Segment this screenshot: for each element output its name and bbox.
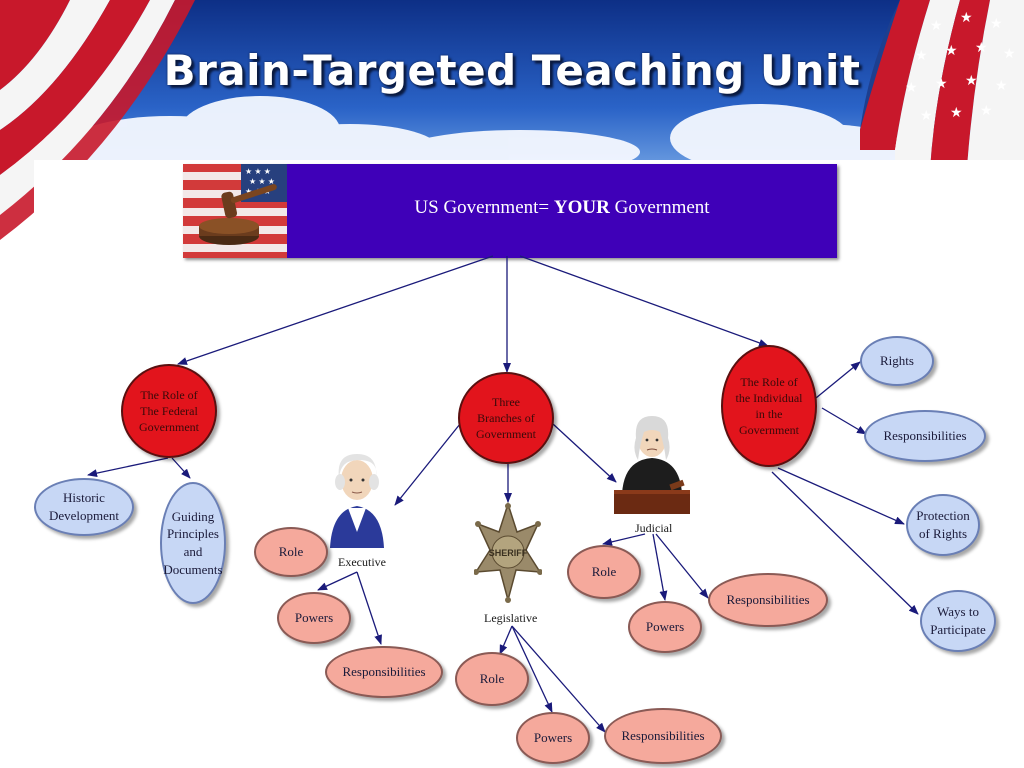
svg-text:★: ★ <box>990 15 1003 31</box>
svg-text:★: ★ <box>950 104 963 120</box>
label-executive: Executive <box>338 555 386 569</box>
node-historic-development: Historic Development <box>34 478 134 536</box>
george-washington-icon <box>326 448 388 548</box>
node-legislative-role: Role <box>455 652 529 706</box>
node-guiding-principles: Guiding Principles and Documents <box>160 482 226 604</box>
flag-gavel-photo-icon: ★ ★ ★★ ★ ★★ ★ ★ <box>183 164 287 258</box>
node-role-of-federal-government: The Role of The Federal Government <box>121 364 217 458</box>
root-banner: ★ ★ ★★ ★ ★★ ★ ★ US Government= YOUR Gove… <box>183 164 837 258</box>
node-executive-responsibilities: Responsibilities <box>325 646 443 698</box>
svg-text:★: ★ <box>960 9 973 25</box>
node-legislative-powers: Powers <box>516 712 590 764</box>
svg-text:★: ★ <box>965 72 978 88</box>
judge-icon <box>614 414 690 514</box>
node-ways-to-participate: Ways to Participate <box>920 590 996 652</box>
node-judicial-responsibilities: Responsibilities <box>708 573 828 627</box>
root-banner-text: US Government= YOUR Government <box>287 164 837 258</box>
node-judicial-powers: Powers <box>628 601 702 653</box>
svg-text:★ ★ ★: ★ ★ ★ <box>249 177 275 186</box>
svg-text:★: ★ <box>905 79 918 95</box>
svg-text:★: ★ <box>1003 45 1016 61</box>
node-legislative-responsibilities: Responsibilities <box>604 708 722 764</box>
svg-text:★: ★ <box>995 77 1008 93</box>
node-executive-role: Role <box>254 527 328 577</box>
svg-text:★: ★ <box>935 75 948 91</box>
svg-text:★ ★ ★: ★ ★ ★ <box>245 167 271 176</box>
svg-text:SHERIFF: SHERIFF <box>489 548 528 558</box>
node-protection-of-rights: Protection of Rights <box>906 494 980 556</box>
node-rights: Rights <box>860 336 934 386</box>
label-legislative: Legislative <box>484 611 538 625</box>
sheriff-star-icon: SHERIFF <box>473 501 543 604</box>
svg-text:★: ★ <box>920 107 933 123</box>
banner-prefix: US Government= <box>414 197 554 218</box>
svg-text:★: ★ <box>930 17 943 33</box>
svg-text:★: ★ <box>975 39 988 55</box>
svg-text:★: ★ <box>945 42 958 58</box>
banner-emphasis: YOUR <box>553 197 610 218</box>
label-judicial: Judicial <box>635 521 673 535</box>
slide-title: Brain-Targeted Teaching Unit <box>163 46 861 95</box>
node-role-of-individual: The Role of the Individual in the Govern… <box>721 345 817 467</box>
node-three-branches: Three Branches of Government <box>458 372 554 464</box>
svg-text:★: ★ <box>980 102 993 118</box>
banner-suffix: Government <box>609 197 710 218</box>
node-judicial-role: Role <box>567 545 641 599</box>
svg-text:★: ★ <box>915 47 928 63</box>
diagram-panel <box>34 160 1024 768</box>
node-responsibilities: Responsibilities <box>864 410 986 462</box>
node-executive-powers: Powers <box>277 592 351 644</box>
